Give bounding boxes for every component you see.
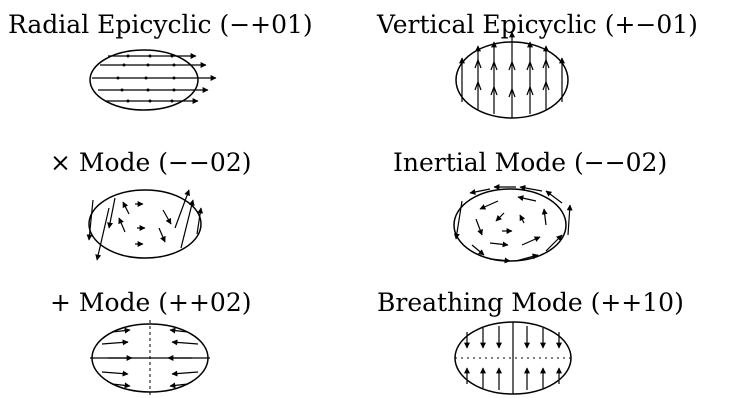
flow-arrow bbox=[111, 382, 131, 389]
flow-arrow bbox=[495, 212, 505, 222]
vertical-epicyclic-title: Vertical Epicyclic (+−01) bbox=[377, 10, 698, 39]
flow-arrows bbox=[464, 326, 562, 390]
flow-arrow bbox=[122, 201, 130, 215]
flow-arrows bbox=[101, 327, 199, 389]
flow-arrows bbox=[86, 189, 204, 261]
disk-ellipse bbox=[89, 49, 199, 111]
flow-arrow bbox=[169, 382, 189, 389]
radial-epicyclic-diagram bbox=[89, 49, 217, 111]
flow-arrows bbox=[453, 184, 573, 264]
flow-arrow bbox=[521, 236, 541, 246]
breathing-mode-title: Breathing Mode (++10) bbox=[377, 288, 684, 317]
flow-arrow bbox=[101, 339, 129, 346]
inertial-mode-title: Inertial Mode (−−02) bbox=[393, 148, 668, 177]
breathing-mode-diagram bbox=[454, 321, 572, 395]
flow-arrow bbox=[541, 208, 548, 226]
flow-arrow bbox=[517, 195, 537, 202]
cross-mode-title: × Mode (−−02) bbox=[50, 148, 252, 177]
flow-arrow bbox=[545, 190, 563, 204]
flow-arrow bbox=[519, 214, 526, 224]
flow-arrow bbox=[519, 185, 543, 192]
flow-arrow bbox=[453, 200, 463, 240]
flow-arrow bbox=[95, 207, 110, 261]
flow-arrow bbox=[515, 253, 539, 262]
flow-arrow bbox=[545, 234, 563, 252]
vertical-epicyclic-diagram bbox=[455, 31, 569, 119]
flow-arrow bbox=[169, 327, 189, 334]
flow-arrow bbox=[111, 327, 131, 334]
disk-ellipse bbox=[88, 189, 202, 259]
arrow-heads bbox=[474, 58, 550, 98]
flow-arrow bbox=[158, 227, 166, 243]
flow-arrow bbox=[162, 209, 172, 225]
flow-arrow bbox=[107, 197, 116, 229]
flow-arrow bbox=[171, 370, 199, 377]
flow-arrow bbox=[469, 188, 491, 195]
disk-ellipse bbox=[453, 188, 567, 262]
plus-mode-title: + Mode (++02) bbox=[50, 288, 252, 317]
flow-arrow bbox=[174, 189, 190, 229]
flow-arrow bbox=[101, 370, 129, 377]
flow-arrow bbox=[180, 199, 195, 249]
flow-arrow bbox=[118, 217, 126, 233]
flow-arrow bbox=[171, 339, 199, 346]
flow-arrow bbox=[86, 199, 94, 241]
flow-arrows bbox=[459, 31, 565, 118]
flow-arrow bbox=[479, 200, 499, 210]
flow-arrow bbox=[566, 204, 573, 236]
flow-arrows bbox=[92, 53, 217, 104]
flow-arrow bbox=[471, 244, 485, 256]
flow-arrow bbox=[489, 257, 511, 264]
radial-epicyclic-title: Radial Epicyclic (−+01) bbox=[8, 10, 313, 39]
arrow-ticks bbox=[116, 54, 176, 103]
inertial-mode-diagram bbox=[453, 184, 573, 264]
plus-mode-diagram bbox=[90, 320, 210, 396]
cross-mode-diagram bbox=[86, 189, 204, 261]
flow-arrow bbox=[196, 207, 204, 235]
flow-arrow bbox=[489, 241, 509, 248]
flow-arrow bbox=[475, 218, 483, 236]
